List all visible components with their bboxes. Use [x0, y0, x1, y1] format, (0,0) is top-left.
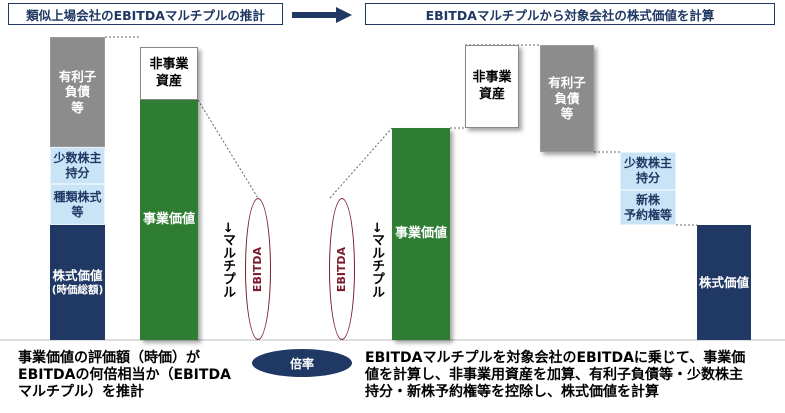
multiple-oval: 倍率: [252, 349, 352, 377]
right-business-value-label: 事業価値: [394, 225, 447, 241]
arrow-right-icon: [292, 7, 352, 23]
right-debt-label: 有利子 負債 等: [548, 75, 586, 122]
right-debt-block: 有利子 負債 等: [540, 45, 594, 152]
left-nonbusiness-label: 非事業 資産: [149, 57, 189, 89]
left-equity-block: 株式価値 (時価総額): [50, 225, 105, 340]
left-multiple-label: →マルチプル: [220, 222, 235, 298]
right-warrants-label: 新株 予約権等: [623, 192, 672, 222]
left-equity-sub: (時価総額): [51, 283, 104, 296]
right-business-value-block: 事業価値: [392, 128, 450, 340]
right-minority-block: 少数株主 持分: [620, 152, 676, 190]
right-caption: EBITDAマルチプルを対象会社のEBITDAに乗じて、事業価 値を計算し、非事…: [365, 350, 746, 400]
left-minority-label: 少数株主 持分: [53, 150, 102, 180]
multiple-oval-label: 倍率: [289, 356, 314, 371]
right-header-text: EBITDAマルチプルから対象会社の株式価値を計算: [425, 7, 715, 23]
left-multiple-text: →マルチプル: [218, 222, 237, 298]
left-minority-block: 少数株主 持分: [50, 147, 105, 184]
right-multiple-label: →マルチプル: [369, 222, 384, 298]
right-minority-label: 少数株主 持分: [623, 156, 672, 185]
left-preferred-label: 種類株式 等: [53, 189, 102, 219]
right-nonbusiness-block: 非事業 資産: [465, 45, 519, 128]
left-header: 類似上場会社のEBITDAマルチプルの推計: [8, 3, 283, 25]
left-ebitda-ellipse: EBITDA: [245, 198, 271, 340]
right-equity-block: 株式価値: [697, 225, 751, 340]
right-ebitda-label: EBITDA: [335, 246, 349, 292]
left-business-value-label: 事業価値: [142, 211, 195, 227]
left-caption: 事業価値の評価額（時価）が EBITDAの何倍相当か（EBITDA マルチプル）…: [18, 350, 231, 400]
left-nonbusiness-block: 非事業 資産: [140, 47, 198, 100]
left-business-value-block: 事業価値: [140, 100, 198, 340]
right-multiple-text: →マルチプル: [367, 222, 386, 298]
left-debt-label: 有利子 負債 等: [58, 68, 97, 115]
left-preferred-block: 種類株式 等: [50, 184, 105, 225]
left-debt-block: 有利子 負債 等: [50, 37, 105, 147]
left-equity-label: 株式価値: [52, 268, 103, 284]
right-equity-label: 株式価値: [698, 274, 749, 290]
left-ebitda-label: EBITDA: [251, 246, 265, 292]
right-header: EBITDAマルチプルから対象会社の株式価値を計算: [365, 3, 775, 25]
right-nonbusiness-label: 非事業 資産: [472, 70, 512, 102]
right-warrants-block: 新株 予約権等: [620, 190, 676, 225]
right-ebitda-ellipse: EBITDA: [329, 198, 355, 340]
left-header-text: 類似上場会社のEBITDAマルチプルの推計: [26, 7, 265, 23]
